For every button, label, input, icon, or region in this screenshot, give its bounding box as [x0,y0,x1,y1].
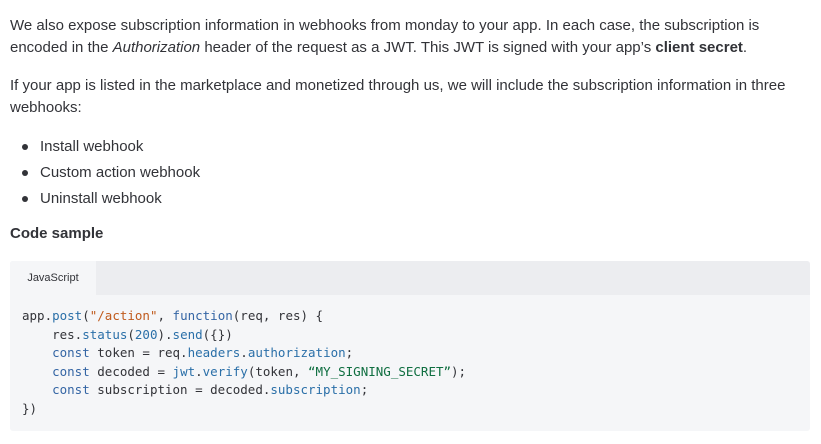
code-line: const decoded = jwt.verify(token, “MY_SI… [52,363,467,379]
list-item: Uninstall webhook [10,186,200,212]
client-secret-term: client secret [655,39,743,56]
code-line: const token = req.headers.authorization; [52,345,354,360]
code-line: const subscription = decoded.subscriptio… [52,382,369,397]
intro-paragraph-marketplace: If your app is listed in the marketplace… [10,77,786,116]
tab-javascript[interactable]: JavaScript [10,261,96,295]
bullet-dot-icon [22,144,28,150]
authorization-header-term: Authorization [112,39,201,56]
bullet-dot-icon [22,196,28,202]
intro-paragraph-subscription: We also expose subscription information … [10,15,812,59]
code-line: res.status(200).send({}) [22,326,233,342]
code-content[interactable]: app.post("/action", function(req, res) {… [22,307,466,418]
webhook-list: Install webhook Custom action webhook Un… [10,134,200,212]
code-sample-heading: Code sample [10,225,104,242]
code-block: JavaScript app.post("/action", function(… [10,261,810,431]
intro-text-2: header of the request as a JWT. This JWT… [200,39,656,56]
code-tab-bar: JavaScript [10,261,810,295]
list-item: Custom action webhook [10,160,200,186]
code-line: app.post("/action", function(req, res) { [22,308,324,323]
list-item: Install webhook [10,134,200,160]
list-item-label: Uninstall webhook [40,190,162,207]
bullet-dot-icon [22,170,28,176]
intro-text-3: . [742,39,748,56]
intro-text-1: We also expose subscription information … [10,17,760,56]
code-line: }) [22,400,38,416]
list-item-label: Install webhook [40,138,144,155]
list-item-label: Custom action webhook [40,164,201,181]
